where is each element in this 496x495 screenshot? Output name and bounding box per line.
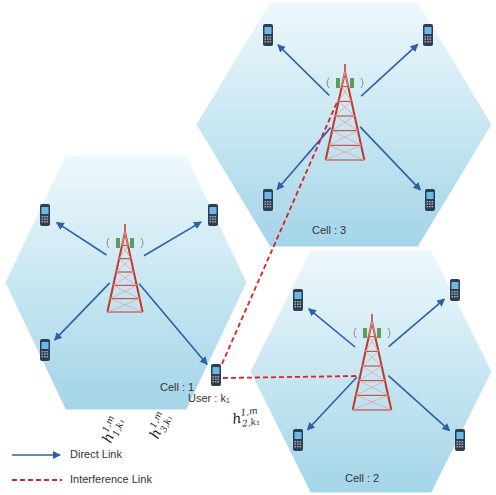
direct-link bbox=[308, 377, 357, 430]
direct-link bbox=[55, 283, 110, 340]
legend-text: Interference Link bbox=[70, 473, 152, 485]
legend-text: Direct Link bbox=[70, 448, 122, 460]
cell-label: Cell : 2 bbox=[345, 472, 379, 484]
mobile-phone bbox=[450, 279, 460, 301]
base-station-tower bbox=[107, 224, 143, 312]
mobile-phone bbox=[40, 204, 50, 226]
mobile-phone bbox=[263, 189, 273, 211]
cell-label: Cell : 3 bbox=[312, 224, 346, 236]
interference-link-sample bbox=[12, 479, 62, 481]
mobile-phone bbox=[293, 289, 303, 311]
direct-link bbox=[389, 299, 445, 347]
user-label: User : k₁ bbox=[188, 392, 230, 404]
direct-link-sample bbox=[12, 454, 60, 456]
hexagon-outline bbox=[196, 2, 492, 247]
mobile-phone bbox=[40, 339, 50, 361]
interference-link bbox=[223, 376, 356, 378]
direct-link bbox=[139, 284, 207, 364]
base-station-tower bbox=[353, 314, 392, 410]
channel-label: h1,m2,k₁ bbox=[231, 403, 277, 428]
direct-link bbox=[360, 127, 420, 190]
cell-label: Cell : 1 bbox=[160, 381, 194, 393]
direct-link bbox=[388, 376, 449, 431]
base-station-tower bbox=[326, 64, 365, 160]
mobile-phone bbox=[425, 189, 435, 211]
cell-hexagon: Cell : 1 bbox=[5, 155, 247, 410]
interference-link bbox=[222, 100, 338, 364]
channel-superscript: 1,m bbox=[240, 406, 258, 418]
mobile-phone bbox=[455, 429, 465, 451]
mobile-phone bbox=[263, 24, 273, 46]
mobile-phone bbox=[293, 429, 303, 451]
cell-hexagon: Cell : 3 bbox=[196, 2, 492, 247]
mobile-phone bbox=[208, 204, 218, 226]
channel-label: h1,m3,k₁ bbox=[144, 394, 179, 442]
mobile-phone bbox=[423, 24, 433, 46]
channel-subscript: 2,k₁ bbox=[241, 416, 260, 428]
mobile-phone bbox=[211, 364, 221, 386]
channel-label: h1,m1,k₁ bbox=[97, 398, 131, 446]
hexagon-outline bbox=[5, 155, 247, 410]
direct-link bbox=[309, 309, 355, 347]
direct-link bbox=[57, 223, 107, 255]
direct-link bbox=[278, 45, 329, 96]
direct-link bbox=[361, 44, 417, 96]
direct-link bbox=[144, 222, 201, 256]
